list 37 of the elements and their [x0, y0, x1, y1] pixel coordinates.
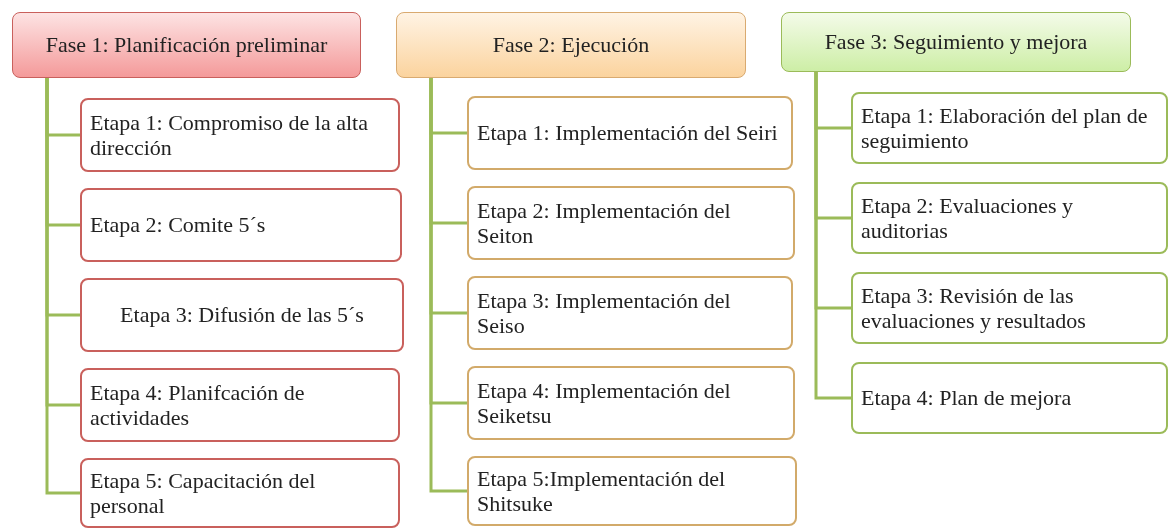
- stage-box: [80, 278, 404, 352]
- phase-title: Fase 3: Seguimiento y mejora: [824, 29, 1088, 55]
- stage-box: [80, 188, 402, 262]
- connector-line: [814, 72, 851, 400]
- stage-box: [851, 272, 1168, 344]
- stage-text: Etapa 2: Implementación del Seiton: [477, 197, 732, 249]
- stage-text: Etapa 5: Capacitación del personal: [90, 467, 317, 519]
- stage-text: Etapa 4: Plan de mejora: [861, 385, 1072, 411]
- stage-box: [80, 368, 400, 442]
- stage-text: Etapa 5:Implementación del Shitsuke: [477, 465, 726, 517]
- phase-box: [396, 12, 746, 78]
- connector-line: [429, 78, 467, 493]
- phase-title: Fase 1: Planificación preliminar: [45, 32, 328, 58]
- stage-text: Etapa 3: Implementación del Seiso: [477, 287, 732, 339]
- stage-box: [80, 458, 400, 528]
- stage-box: [467, 186, 795, 260]
- stage-text: Etapa 1: Implementación del Seiri: [477, 120, 778, 146]
- stage-box: [80, 98, 400, 172]
- stage-text: Etapa 3: Revisión de las evaluaciones y resultados: [861, 282, 1087, 334]
- stage-box: [467, 456, 797, 526]
- stage-text: Etapa 2: Evaluaciones y auditorias: [861, 192, 1074, 244]
- stage-box: [467, 276, 793, 350]
- stage-text: Etapa 2: Comite 5´s: [90, 212, 266, 238]
- stage-box: [467, 366, 795, 440]
- stage-box: [467, 96, 793, 170]
- phase-box: [781, 12, 1131, 72]
- stage-text: Etapa 1: Elaboración del plan de seguimiento: [861, 102, 1149, 154]
- stage-box: [851, 92, 1168, 164]
- stage-text: Etapa 4: Planifcación de actividades: [90, 379, 306, 431]
- stage-box: [851, 362, 1168, 434]
- phase-box: [12, 12, 361, 78]
- stage-box: [851, 182, 1168, 254]
- connector-line: [45, 78, 80, 495]
- phase-title: Fase 2: Ejecución: [492, 32, 650, 58]
- stage-text: Etapa 4: Implementación del Seiketsu: [477, 377, 732, 429]
- stage-text: Etapa 3: Difusión de las 5´s: [120, 302, 364, 328]
- stage-text: Etapa 1: Compromiso de la alta dirección: [90, 109, 369, 161]
